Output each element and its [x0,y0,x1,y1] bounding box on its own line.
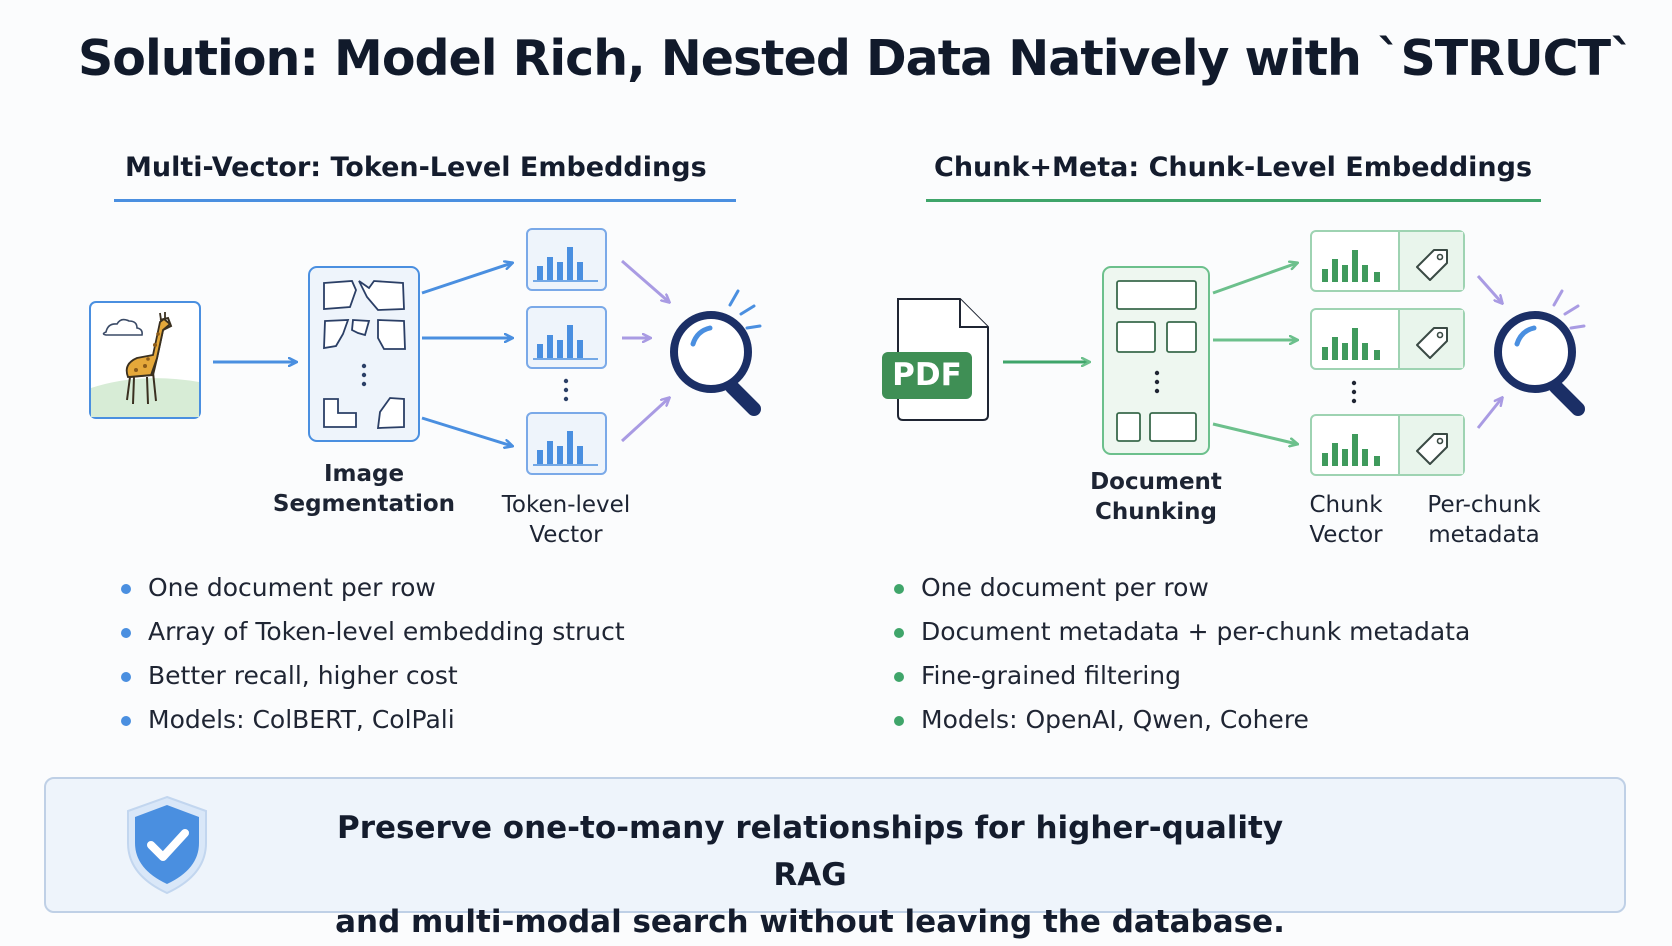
bullet-text: One document per row [148,573,436,602]
bullet-text: Models: OpenAI, Qwen, Cohere [921,705,1309,734]
bullet-text: Better recall, higher cost [148,661,458,690]
per-chunk-metadata-label-line1: Per-chunk [1427,492,1541,518]
list-item: Better recall, higher cost [119,661,625,691]
token-vector-label: Token-level Vector [486,490,646,550]
bullet-text: One document per row [921,573,1209,602]
list-item: One document per row [892,573,1470,603]
token-vector-label-line1: Token-level [501,492,631,518]
document-chunking-label-line2: Chunking [1094,499,1218,525]
bullet-text: Fine-grained filtering [921,661,1182,690]
shield-check-icon [127,795,207,895]
token-vector-1 [526,228,607,291]
banner-line-1: Preserve one-to-many relationships for h… [336,810,1284,893]
bullet-text: Document metadata + per-chunk metadata [921,617,1471,646]
search-icon [670,289,762,416]
chunk-vector-label-line2: Vector [1309,522,1383,548]
list-item: Fine-grained filtering [892,661,1470,691]
per-chunk-metadata-label: Per-chunk metadata [1404,490,1564,550]
chunk-meta-heading: Chunk+Meta: Chunk-Level Embeddings [934,152,1533,183]
bullet-text: Array of Token-level embedding struct [148,617,625,646]
document-chunking-label-line1: Document [1090,469,1222,495]
chunk-meta-bullets: One document per row Document metadata +… [892,573,1470,749]
list-item: Models: ColBERT, ColPali [119,705,625,735]
list-item: Models: OpenAI, Qwen, Cohere [892,705,1470,735]
token-vector-label-line2: Vector [529,522,603,548]
search-icon-right [1494,289,1586,416]
image-segmentation-label-line1: Image [323,461,405,487]
banner-message: Preserve one-to-many relationships for h… [296,805,1324,946]
chunk-vector-row-3 [1310,414,1465,476]
giraffe-image-icon [89,301,201,419]
banner-line-2: and multi-modal search without leaving t… [335,904,1285,940]
chunk-meta-heading-rule [926,199,1541,202]
per-chunk-metadata-label-line2: metadata [1428,522,1540,548]
multi-vector-bullets: One document per row Array of Token-leve… [119,573,625,749]
chunk-vector-row-1 [1310,230,1465,292]
bullet-text: Models: ColBERT, ColPali [148,705,455,734]
document-chunking-label: Document Chunking [1066,467,1246,527]
multi-vector-heading: Multi-Vector: Token-Level Embeddings [125,152,707,183]
token-vector-3 [526,412,607,475]
chunk-vector-label-line1: Chunk [1309,492,1383,518]
list-item: One document per row [119,573,625,603]
token-vector-2 [526,306,607,369]
document-chunking-box [1102,266,1210,455]
page-title: Solution: Model Rich, Nested Data Native… [78,30,1635,87]
chunk-vector-row-2 [1310,308,1465,370]
chunk-vector-label: Chunk Vector [1291,490,1401,550]
image-segmentation-box [308,266,420,442]
multi-vector-heading-rule [114,199,736,202]
pdf-badge: PDF [892,357,962,393]
pdf-file-icon [882,298,989,421]
image-segmentation-label-line2: Segmentation [272,491,456,517]
image-segmentation-label: Image Segmentation [264,459,464,519]
list-item: Array of Token-level embedding struct [119,617,625,647]
list-item: Document metadata + per-chunk metadata [892,617,1470,647]
summary-banner: Preserve one-to-many relationships for h… [44,777,1626,940]
